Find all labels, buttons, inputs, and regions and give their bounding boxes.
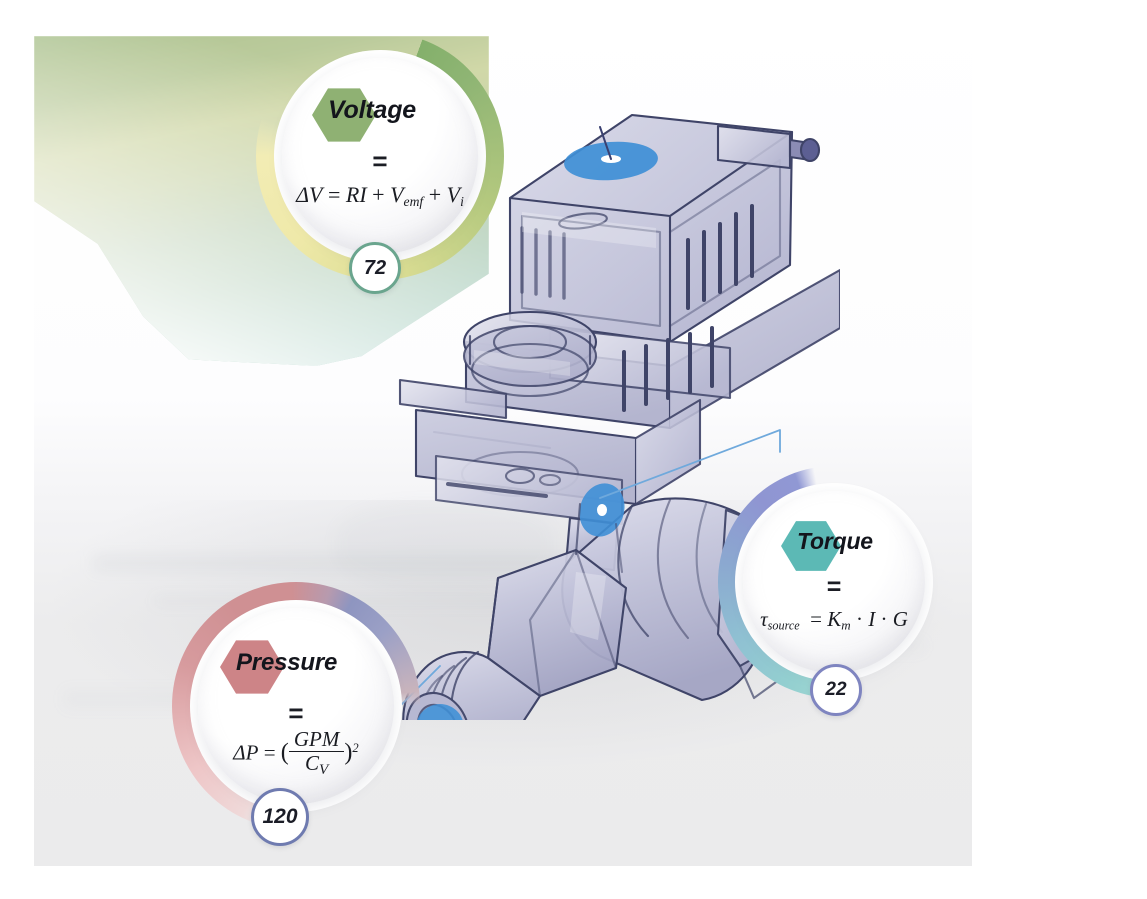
torque-hex-icon bbox=[781, 521, 841, 571]
metric-bubble-torque[interactable]: Torque = τsource = Km · I · G 22 bbox=[718, 466, 950, 716]
voltage-bubble-core: Voltage = ΔV = RI + Vemf + Vi bbox=[282, 58, 478, 254]
voltage-equals: = bbox=[372, 146, 388, 176]
torque-count-badge[interactable]: 22 bbox=[810, 664, 862, 716]
voltage-formula: ΔV = RI + Vemf + Vi bbox=[296, 182, 464, 209]
pressure-count-badge[interactable]: 120 bbox=[251, 788, 309, 846]
pressure-label: Pressure bbox=[236, 649, 338, 676]
floor-streak bbox=[94, 556, 654, 570]
valve-actuator-illustration bbox=[370, 80, 840, 720]
torque-label: Torque bbox=[797, 528, 873, 554]
torque-formula: τsource = Km · I · G bbox=[760, 607, 908, 633]
voltage-count-badge[interactable]: 72 bbox=[349, 242, 401, 294]
voltage-label: Voltage bbox=[328, 96, 416, 124]
metric-bubble-voltage[interactable]: Voltage = ΔV = RI + Vemf + Vi 72 bbox=[256, 32, 504, 294]
pressure-equals: = bbox=[288, 698, 304, 728]
torque-equals: = bbox=[826, 573, 842, 601]
torque-bubble-core: Torque = τsource = Km · I · G bbox=[743, 491, 925, 673]
